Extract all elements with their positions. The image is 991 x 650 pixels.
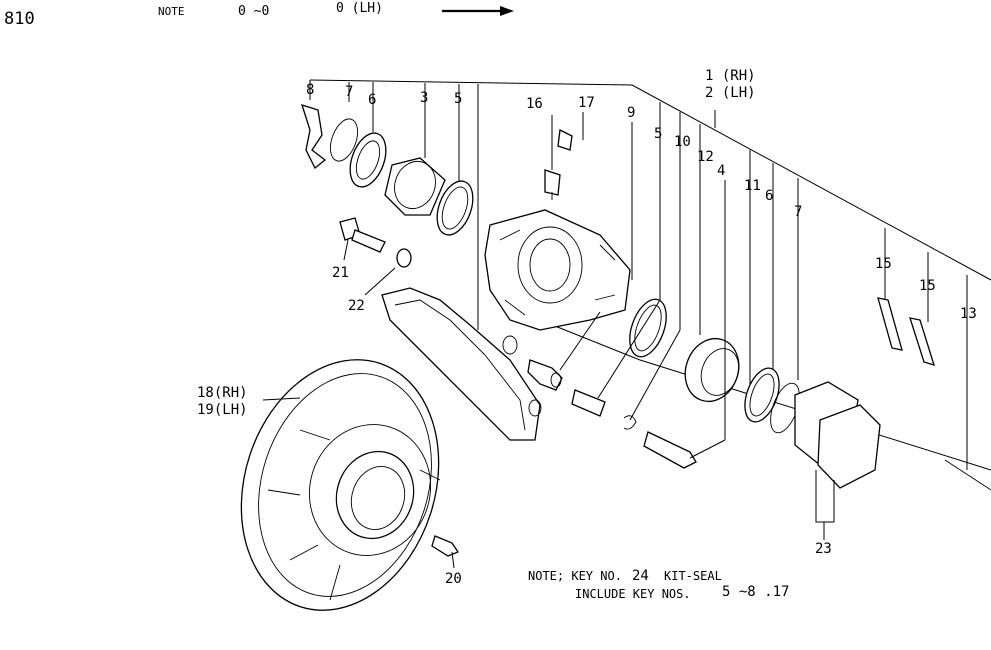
callout-21: 21 [332, 265, 349, 281]
callout-leaders [262, 110, 835, 569]
callout-12: 12 [697, 149, 714, 165]
callout-5a: 5 [454, 91, 462, 107]
piston-seals-group [300, 104, 474, 236]
callout-22: 22 [348, 298, 365, 314]
pin-and-sleeve-parts [527, 298, 697, 469]
note-label: NOTE [158, 5, 185, 18]
piston-and-pads [684, 297, 991, 491]
callout-18: 18(RH) [197, 385, 248, 401]
callout-4: 4 [717, 163, 725, 179]
kit-seal-note: NOTE; KEY NO. 24 KIT-SEAL INCLUDE KEY NO… [528, 568, 789, 601]
callout-6b: 6 [765, 188, 773, 204]
callout-11: 11 [744, 178, 761, 194]
callout-labels: 1 (RH) 2 (LH) 3 4 5 5 6 6 7 7 8 9 10 11 … [197, 68, 977, 587]
note-side: 0 (LH) [336, 1, 383, 16]
caliper-bracket [381, 287, 542, 441]
page-number: 810 [4, 9, 35, 29]
callout-3: 3 [420, 90, 428, 106]
callout-13: 13 [960, 306, 977, 322]
note-line1-prefix: NOTE; KEY NO. [528, 569, 622, 583]
callout-6a: 6 [368, 92, 376, 108]
callout-7a: 7 [345, 84, 353, 100]
note-range: 0 ~0 [238, 4, 269, 19]
callout-15b: 15 [919, 278, 936, 294]
note-line2-range: 5 ~8 .17 [722, 584, 789, 600]
callout-1: 1 (RH) [705, 68, 756, 84]
callout-15a: 15 [875, 256, 892, 272]
caliper-body [484, 209, 631, 331]
callout-9: 9 [627, 105, 635, 121]
bleeder-screw [544, 129, 573, 200]
note-line1-suffix: KIT-SEAL [664, 569, 722, 583]
callout-16: 16 [526, 96, 543, 112]
brake-disc [240, 359, 441, 611]
callout-19: 19(LH) [197, 402, 248, 418]
arrow-right-icon [442, 6, 514, 16]
callout-8: 8 [306, 82, 314, 98]
callout-20: 20 [445, 571, 462, 587]
callout-2: 2 (LH) [705, 85, 756, 101]
leader-frame [309, 79, 991, 471]
callout-23: 23 [815, 541, 832, 557]
callout-5b: 5 [654, 126, 662, 142]
callout-17: 17 [578, 95, 595, 111]
guide-bolt [339, 217, 412, 268]
note-line1-key: 24 [632, 568, 649, 584]
callout-7b: 7 [794, 204, 802, 220]
callout-10: 10 [674, 134, 691, 150]
screw [431, 535, 459, 557]
note-line2-prefix: INCLUDE KEY NOS. [575, 587, 691, 601]
